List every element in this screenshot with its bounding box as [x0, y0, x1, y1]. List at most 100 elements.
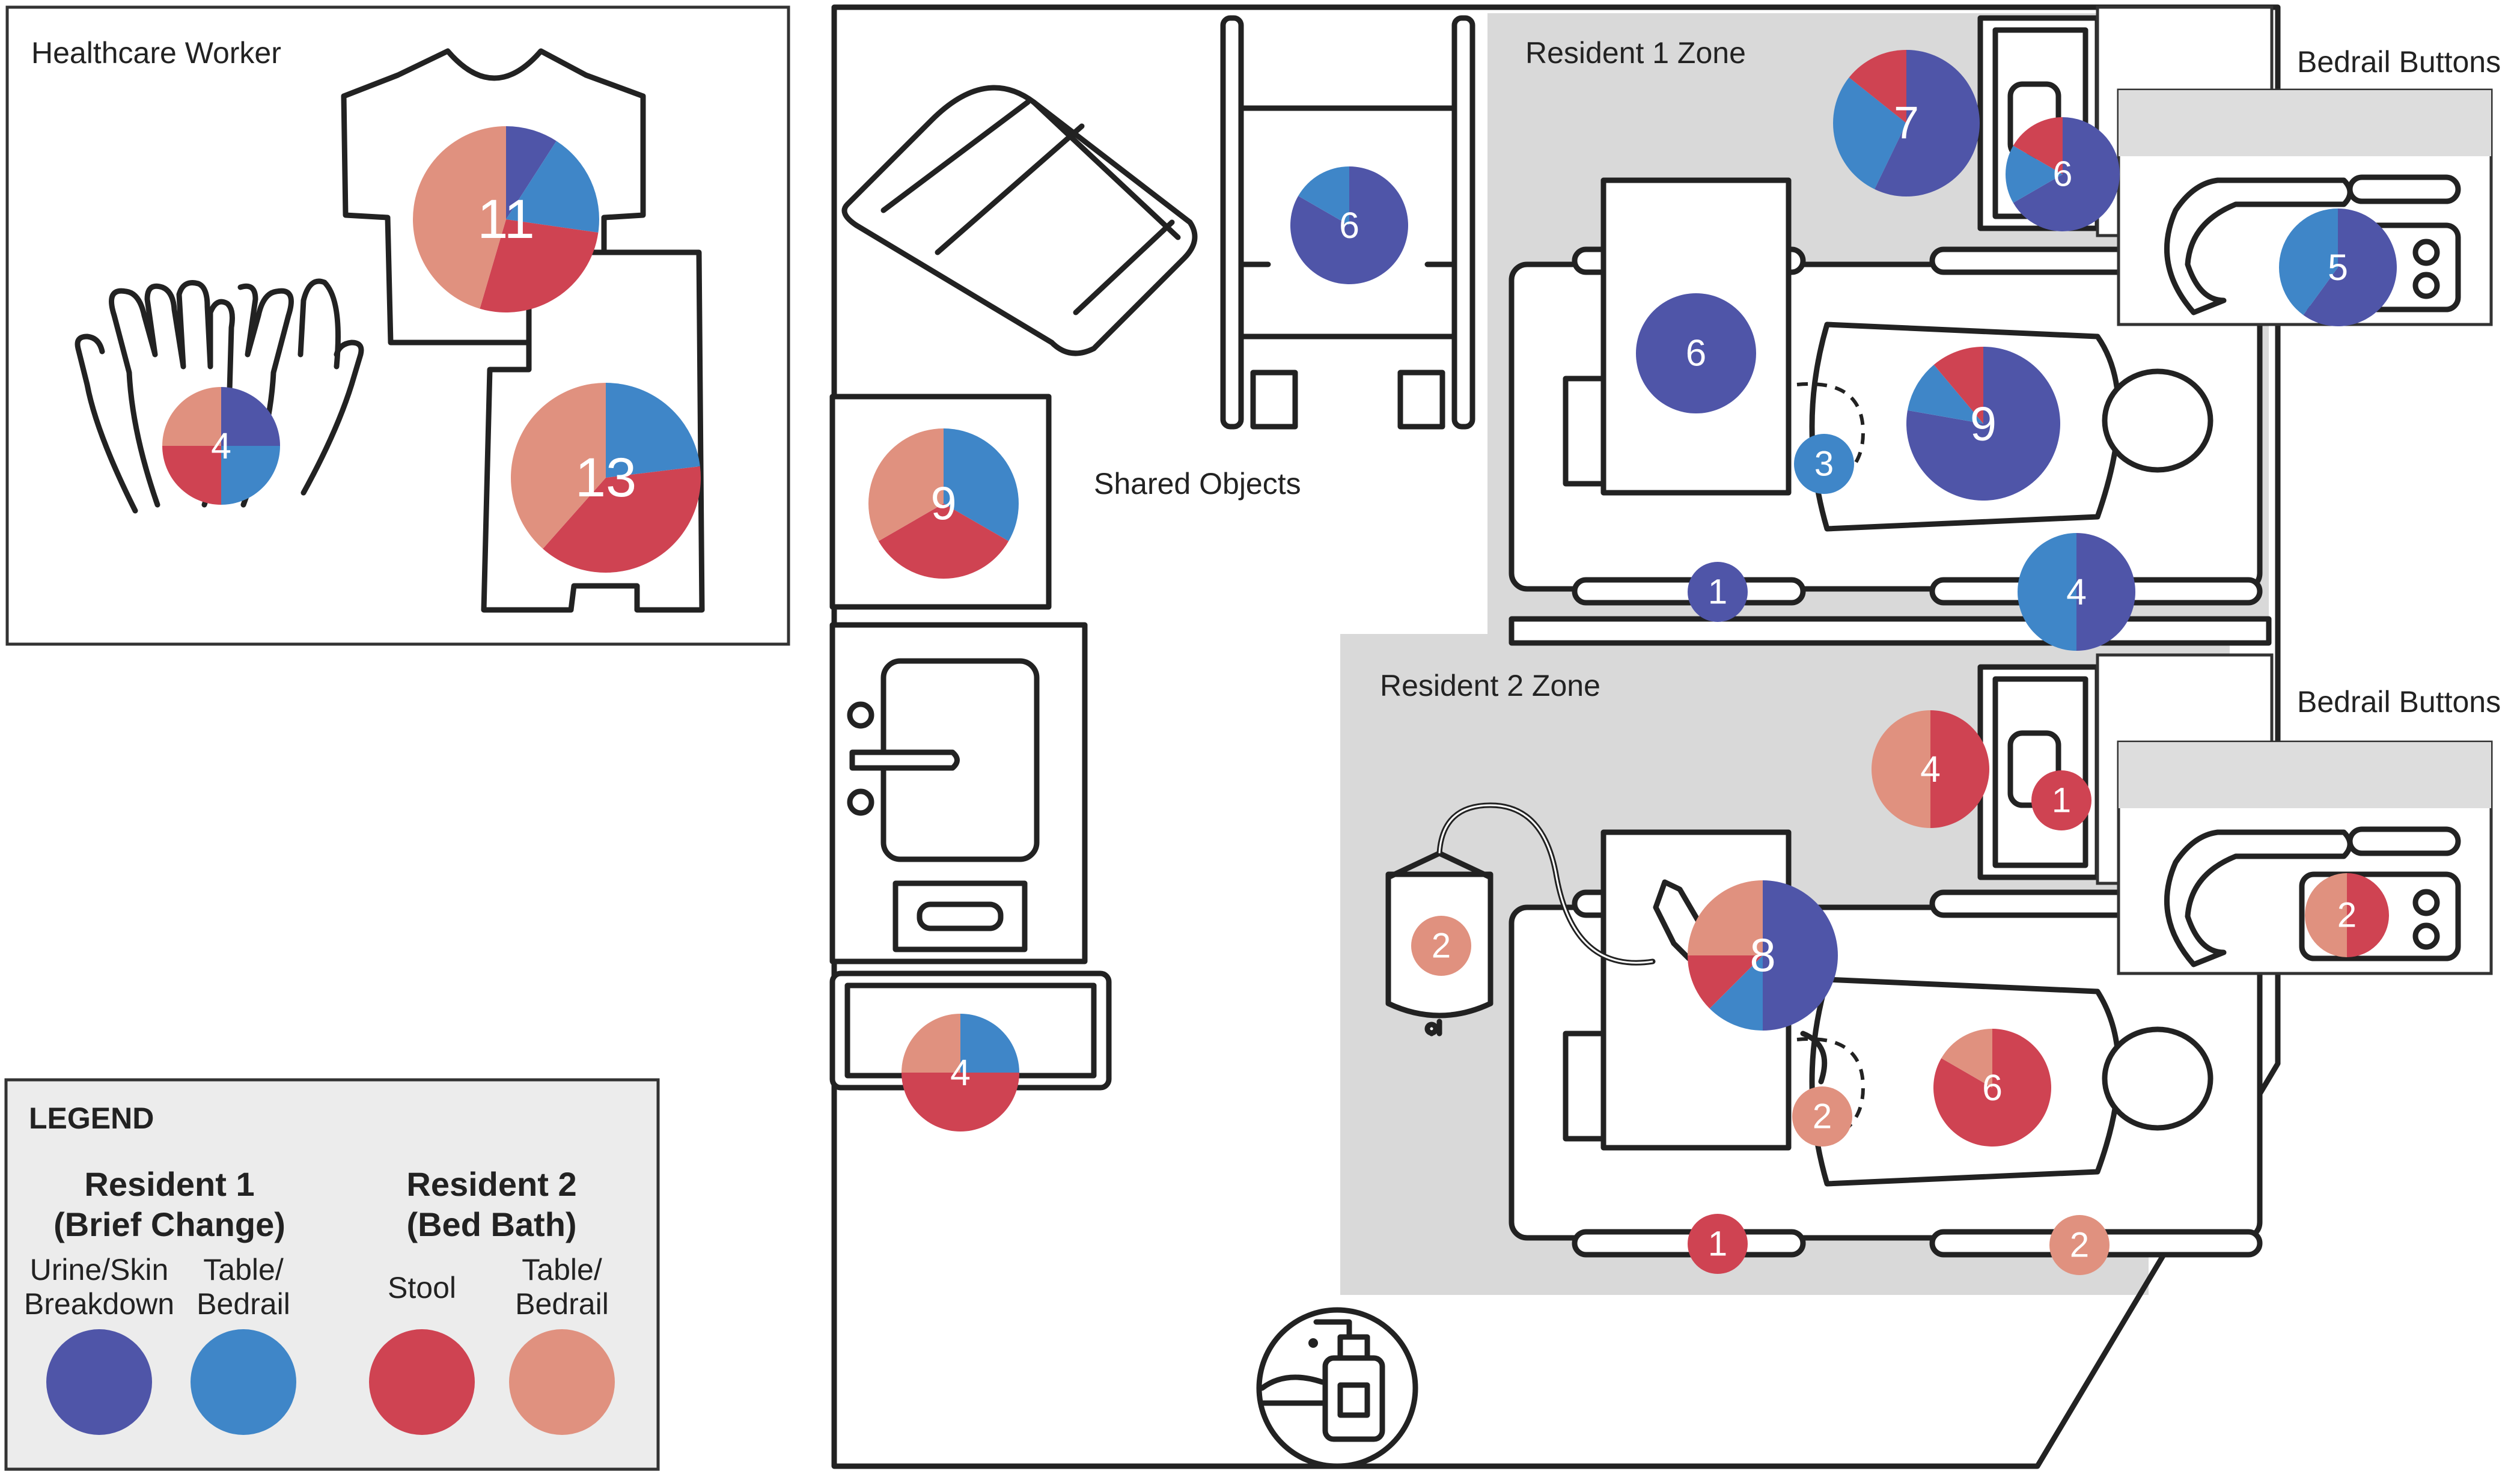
legend-resident1-line2: (Brief Change)	[53, 1205, 285, 1243]
hand-sanitizer-icon	[1256, 1307, 1418, 1469]
pie-shared-sink: 4	[902, 1014, 1019, 1131]
pie-slice-resident2_table	[162, 387, 221, 446]
pie-slice-resident2_table	[510, 383, 606, 549]
pie-total-label: 9	[1970, 397, 1997, 451]
pie-slice-resident2_stool	[2013, 117, 2063, 174]
room-outline	[831, 4, 2281, 1469]
pie-slice-resident1_urine	[1763, 880, 1838, 1031]
pie-slice-resident2_stool	[1933, 1029, 2051, 1147]
bedrail-buttons-label-2: Bedrail Buttons	[2297, 685, 2501, 719]
legend-resident1-line1: Resident 1	[84, 1165, 254, 1203]
pie-total-label: 2	[1432, 927, 1451, 966]
legend-item2-line2: Bedrail	[197, 1287, 290, 1321]
pie-total-label: 8	[1750, 930, 1775, 981]
pie-total-label: 9	[930, 478, 956, 529]
room-walls	[831, 4, 2281, 1469]
pie-r2-catheter-bag: 2	[1411, 916, 1471, 976]
legend-swatch-resident1-table	[191, 1329, 296, 1435]
pie-total-label: 4	[211, 425, 231, 466]
pie-slice-resident2_stool	[2031, 770, 2091, 830]
legend-item2-line1: Table/	[203, 1253, 284, 1287]
pie-slice-resident2_table	[1411, 916, 1471, 976]
legend-item3-line1: Stool	[388, 1271, 456, 1305]
pie-hcw-shirt: 11	[413, 126, 599, 312]
shared-objects-label: Shared Objects	[1094, 467, 1301, 501]
pie-total-label: 7	[1894, 98, 1919, 148]
pie-slice-resident1_table	[221, 446, 280, 505]
pie-slice-resident1_table	[606, 383, 700, 478]
resident2-zone-label: Resident 2 Zone	[1380, 669, 1600, 702]
pie-slice-resident1_urine	[1688, 562, 1748, 622]
resident2-nightstand-icon	[1977, 664, 2101, 880]
legend-title: LEGEND	[29, 1101, 154, 1135]
pie-r1-bedrail-buttons: 5	[2279, 209, 2397, 327]
pie-total-label: 5	[2328, 247, 2348, 288]
pie-slice-resident1_urine	[1636, 293, 1756, 413]
pie-total-label: 4	[1920, 749, 1941, 790]
armchair-icon	[841, 85, 1198, 356]
legend-swatch-resident2-table	[509, 1329, 615, 1435]
pie-total-label: 4	[2066, 571, 2087, 612]
pie-r1-cord: 3	[1794, 434, 1854, 494]
pie-slice-resident1_urine	[2013, 117, 2120, 231]
pie-r1-bed-surface: 9	[1906, 347, 2060, 501]
healthcare-worker-label: Healthcare Worker	[31, 36, 281, 70]
pie-total-label: 1	[1708, 1225, 1727, 1264]
pie-total-label: 2	[1813, 1097, 1832, 1136]
pie-hcw-hands: 4	[162, 387, 280, 505]
pie-slice-resident1_table	[1298, 166, 1349, 225]
pie-slice-resident1_table	[1794, 434, 1854, 494]
resident1-overbed-table-icon	[1600, 177, 1792, 496]
pie-slice-resident2_stool	[1933, 347, 1983, 424]
pie-r2-rail-right: 2	[2049, 1215, 2110, 1275]
pie-slice-resident2_table	[1941, 1029, 1992, 1088]
pie-slice-resident1_table	[2279, 209, 2338, 315]
pie-total-label: 6	[2053, 155, 2073, 194]
pie-r2-nightstand: 4	[1872, 710, 1989, 828]
pie-total-label: 6	[1686, 333, 1706, 374]
pie-slice-resident2_stool	[1688, 1214, 1748, 1274]
pie-slice-resident1_urine	[2303, 209, 2397, 327]
pie-slice-resident2_table	[1792, 1086, 1852, 1147]
pie-slice-resident1_urine	[2076, 533, 2135, 651]
pie-slice-resident1_table	[1907, 364, 1983, 424]
pie-total-label: 1	[2052, 781, 2071, 820]
pie-total-label: 11	[477, 189, 535, 250]
pie-shared-wheelchair: 6	[1290, 166, 1408, 284]
legend-item1-line1: Urine/Skin	[30, 1253, 169, 1287]
pie-slice-resident1_table	[1832, 77, 1906, 189]
pie-slice-resident2_stool	[480, 219, 599, 312]
pie-r2-bed-surface: 6	[1933, 1029, 2051, 1147]
pie-slice-resident2_table	[413, 126, 506, 309]
legend-resident2-line2: (Bed Bath)	[406, 1205, 576, 1243]
legend-swatch-stool	[369, 1329, 475, 1435]
pie-slice-resident1_table	[944, 428, 1019, 541]
pie-slice-resident2_stool	[2347, 873, 2389, 957]
pie-slice-resident2_table	[1688, 880, 1763, 955]
sink-icon	[829, 622, 1088, 964]
pie-r1-rail-right: 4	[2018, 533, 2135, 651]
pie-slice-resident1_table	[506, 141, 599, 233]
pie-slice-resident1_urine	[506, 126, 557, 219]
pie-total-label: 6	[1982, 1067, 2003, 1108]
wheelchair-icon	[1220, 15, 1475, 430]
pie-total-label: 2	[2070, 1226, 2089, 1265]
pie-slice-resident2_stool	[543, 466, 701, 573]
pie-slice-resident2_table	[1872, 710, 1930, 828]
pie-slice-resident2_table	[902, 1014, 960, 1073]
pie-slice-resident2_stool	[162, 446, 221, 505]
legend-resident2-line1: Resident 2	[406, 1165, 576, 1203]
pie-shared-table: 9	[868, 428, 1019, 579]
pie-r1-nightstand: 7	[1832, 50, 1980, 196]
pie-r2-call-button: 1	[2031, 770, 2091, 830]
pie-slice-resident1_urine	[221, 387, 280, 446]
healthcare-worker-panel: Healthcare Worker	[5, 5, 790, 646]
pie-r2-rail-left: 1	[1688, 1214, 1748, 1274]
pie-r2-overbed-table: 8	[1688, 880, 1838, 1031]
pie-slice-resident2_stool	[1930, 710, 1989, 828]
pie-r1-rail-left: 1	[1688, 562, 1748, 622]
legend-item1-line2: Breakdown	[24, 1287, 174, 1321]
pie-slice-resident2_stool	[1849, 50, 1906, 123]
